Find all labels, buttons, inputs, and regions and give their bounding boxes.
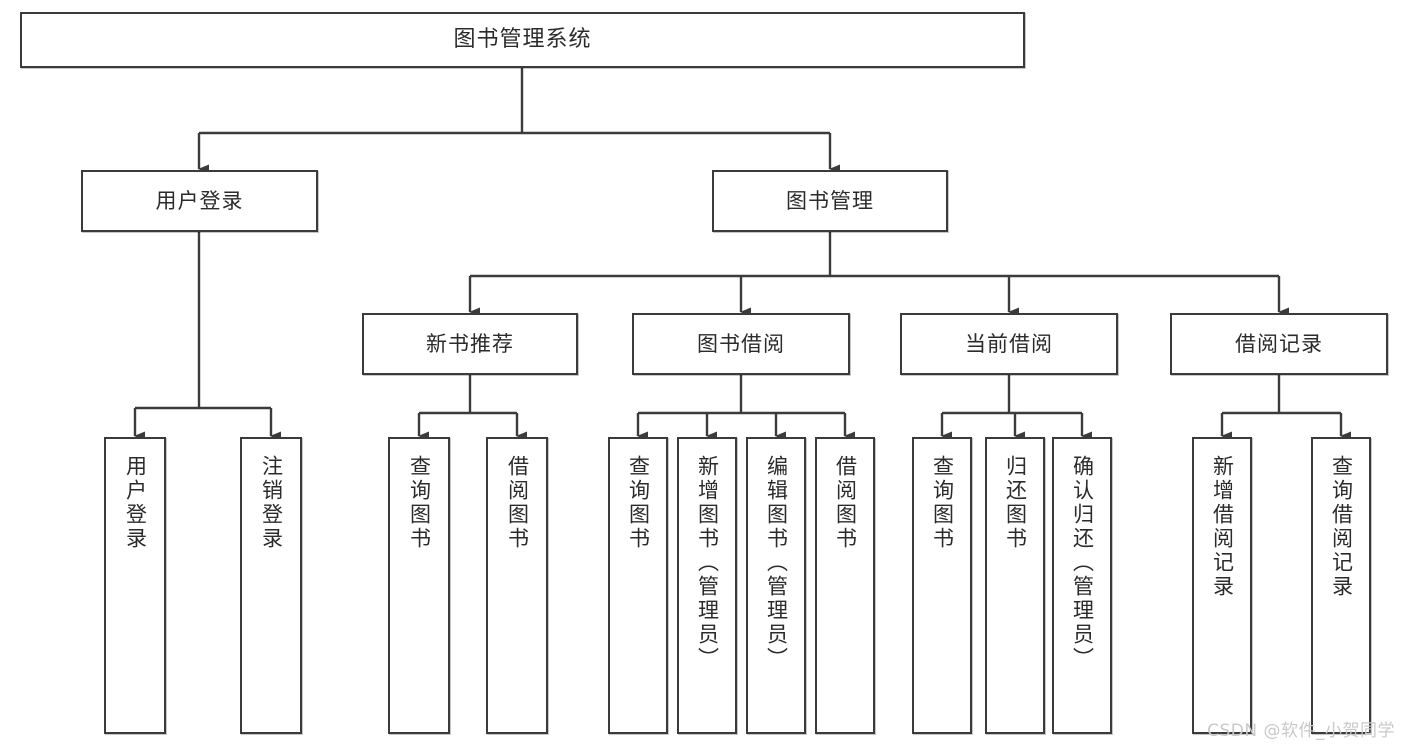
node-leaf-return-book[interactable]: 归还图书 [985, 437, 1045, 734]
node-label: 用户登录 [155, 188, 244, 213]
node-label: 当前借阅 [965, 331, 1053, 356]
node-leaf-logout[interactable]: 注销登录 [240, 437, 302, 734]
node-label: 借阅图书 [505, 455, 530, 551]
node-label: 图书管理 [786, 188, 874, 213]
node-leaf-query-book-borrow[interactable]: 查询图书 [608, 437, 668, 734]
node-label: 新增图书（管理员） [695, 455, 720, 671]
node-label: 图书管理系统 [453, 27, 592, 53]
node-label: 确认归还（管理员） [1070, 455, 1095, 671]
node-label: 查询图书 [626, 455, 651, 551]
node-leaf-confirm-return-admin[interactable]: 确认归还（管理员） [1052, 437, 1112, 734]
node-leaf-add-borrow-record[interactable]: 新增借阅记录 [1192, 437, 1252, 734]
node-new-book-rec[interactable]: 新书推荐 [362, 313, 578, 375]
node-label: 注销登录 [259, 455, 284, 551]
node-label: 新书推荐 [426, 331, 514, 356]
node-leaf-add-book-admin[interactable]: 新增图书（管理员） [677, 437, 737, 734]
node-leaf-query-book-current[interactable]: 查询图书 [912, 437, 972, 734]
node-label: 图书借阅 [697, 331, 785, 356]
node-label: 编辑图书（管理员） [764, 455, 789, 671]
node-label: 借阅图书 [833, 455, 858, 551]
node-book-borrow[interactable]: 图书借阅 [632, 313, 850, 375]
node-current-borrow[interactable]: 当前借阅 [900, 313, 1118, 375]
node-label: 查询借阅记录 [1329, 455, 1354, 599]
node-borrow-record[interactable]: 借阅记录 [1170, 313, 1388, 375]
node-leaf-borrow-book-rec[interactable]: 借阅图书 [486, 437, 548, 734]
node-leaf-query-borrow-record[interactable]: 查询借阅记录 [1311, 437, 1371, 734]
node-label: 查询图书 [930, 455, 955, 551]
node-label: 新增借阅记录 [1210, 455, 1235, 599]
node-label: 查询图书 [407, 455, 432, 551]
node-leaf-edit-book-admin[interactable]: 编辑图书（管理员） [746, 437, 806, 734]
node-book-manage[interactable]: 图书管理 [712, 170, 948, 232]
node-leaf-user-login[interactable]: 用户登录 [104, 437, 166, 734]
node-user-login[interactable]: 用户登录 [81, 170, 318, 232]
node-label: 借阅记录 [1235, 331, 1323, 356]
node-label: 归还图书 [1003, 455, 1028, 551]
node-leaf-borrow-book[interactable]: 借阅图书 [815, 437, 875, 734]
node-root[interactable]: 图书管理系统 [20, 12, 1025, 68]
node-label: 用户登录 [123, 455, 148, 551]
node-leaf-query-book-rec[interactable]: 查询图书 [388, 437, 450, 734]
